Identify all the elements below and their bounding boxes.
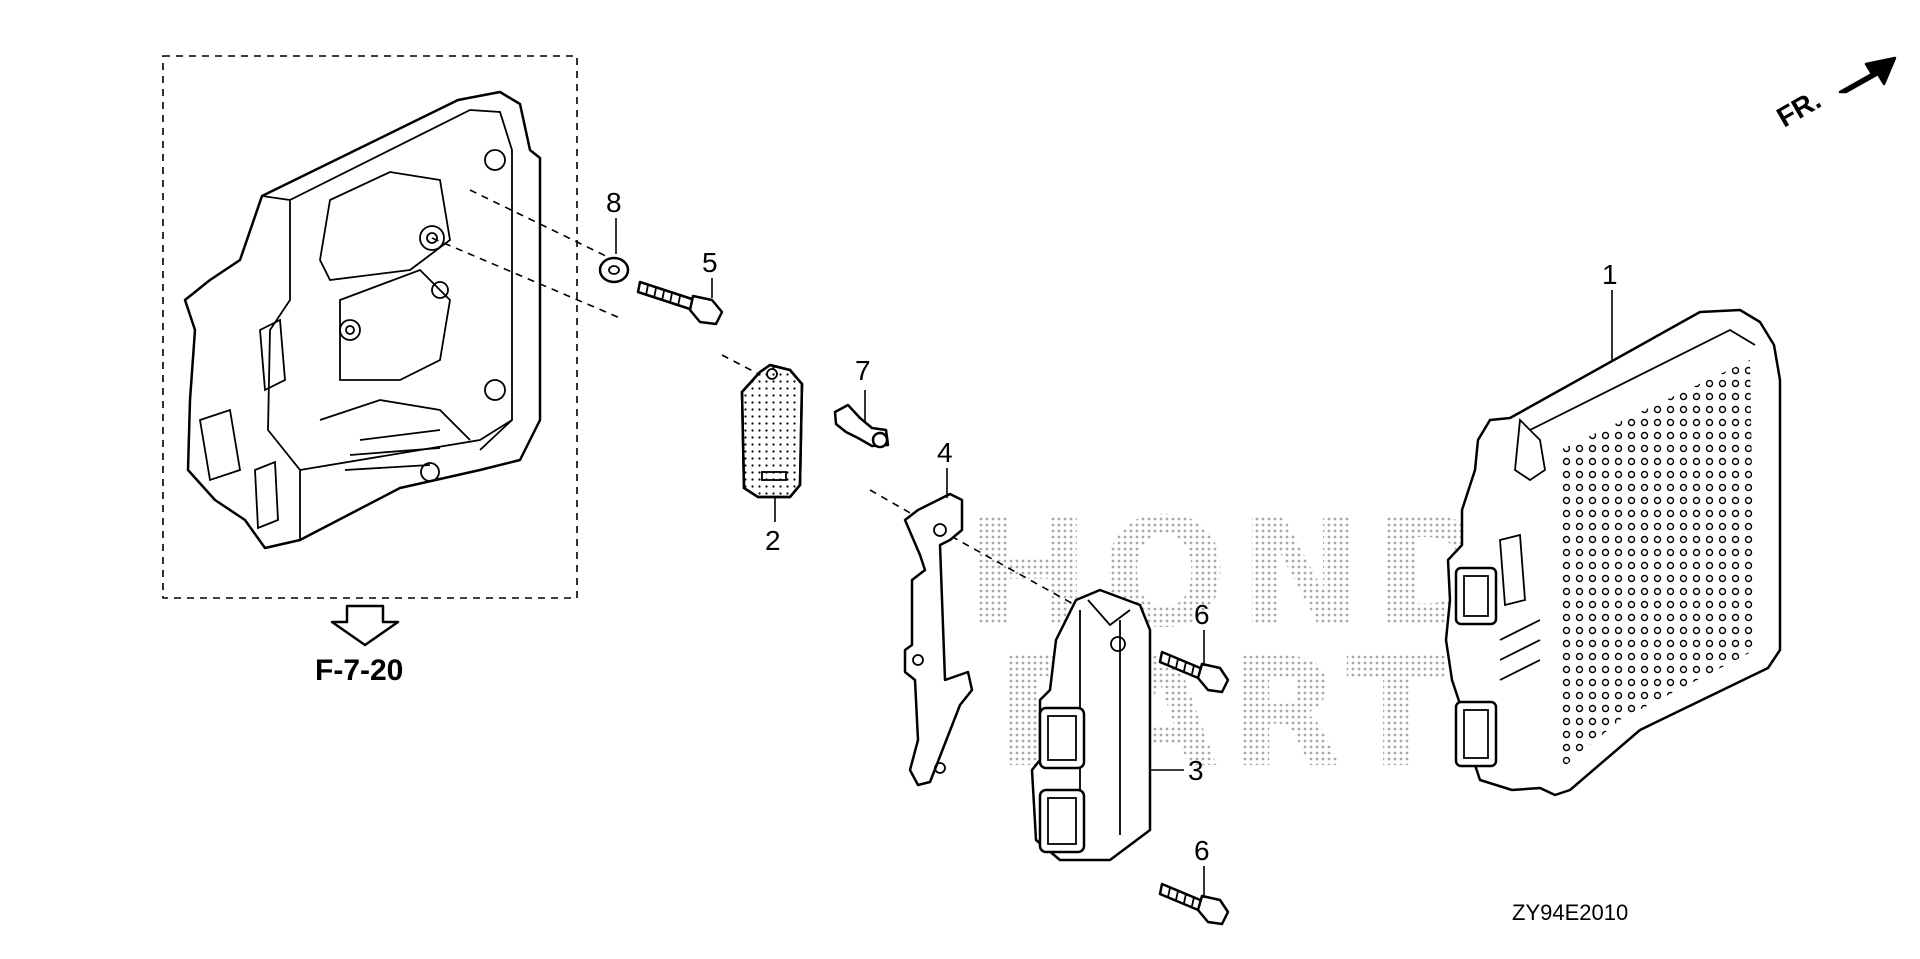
callout-8: 8 [606, 187, 622, 218]
front-direction-indicator: FR. [1772, 56, 1897, 133]
part-3-module [1030, 588, 1152, 862]
reference-label: F-7-20 [315, 654, 403, 687]
front-direction-arrow-icon [1838, 56, 1897, 94]
callout-4: 4 [937, 437, 953, 468]
part-8-washer [598, 256, 630, 284]
callout-3: 3 [1188, 755, 1204, 786]
callout-7: 7 [855, 355, 871, 386]
reference-assembly-box [162, 55, 578, 599]
part-1-cover [1444, 308, 1782, 797]
reference-indicator[interactable]: F-7-20 [315, 604, 403, 687]
callout-6-upper: 6 [1194, 599, 1210, 630]
callout-6-lower: 6 [1194, 835, 1210, 866]
callout-1: 1 [1602, 259, 1618, 290]
diagram-code: ZY94E2010 [1512, 900, 1628, 925]
front-label: FR. [1772, 84, 1827, 133]
part-6-bolt-lower [1158, 882, 1230, 926]
part-6-bolt-upper [1158, 650, 1230, 694]
alignment-line-1 [431, 237, 621, 319]
part-5-bolt [636, 280, 724, 326]
control-panel-frame [183, 90, 542, 550]
down-arrow-outline-icon [330, 604, 400, 647]
callout-2: 2 [765, 525, 781, 556]
part-4-bracket [903, 492, 974, 787]
part-7-clip [833, 403, 890, 449]
part-2-plate [740, 363, 804, 499]
callout-5: 5 [702, 247, 718, 278]
